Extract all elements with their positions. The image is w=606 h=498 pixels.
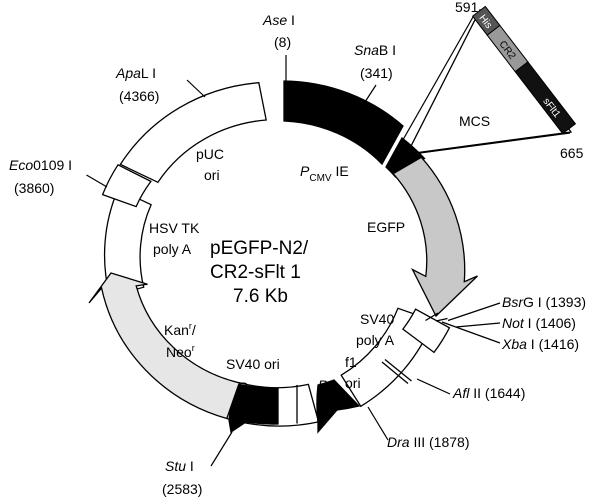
site-eco-suffix: 0109 I xyxy=(33,157,72,173)
site-snab-suffix: B I xyxy=(379,42,396,58)
site-dra-suffix: III (1878) xyxy=(410,434,470,450)
svg-text:Ase I: Ase I xyxy=(262,12,295,28)
p-promoter-arrow xyxy=(316,379,361,434)
site-ase-enzyme: Ase xyxy=(262,12,287,28)
site-stu-position: (2583) xyxy=(162,481,202,497)
plasmid-name-line1: pEGFP-N2/ xyxy=(210,238,309,259)
puc-label-2: ori xyxy=(204,167,220,183)
ring-ticks xyxy=(296,312,448,424)
kan-neo-arrow xyxy=(88,272,241,420)
site-eco: Eco0109 I (3860) xyxy=(9,157,72,196)
pcmv-label-main: P xyxy=(300,163,310,179)
sv40-polya-feature xyxy=(401,308,451,354)
site-dra-enzyme: Dra xyxy=(387,434,410,450)
insert-bar-sflt1 xyxy=(514,61,577,135)
kan-label-2-sup: r xyxy=(192,343,195,353)
site-snab: SnaB I (341) xyxy=(354,42,396,81)
insert-end-label: 665 xyxy=(560,145,584,161)
site-stu-enzyme: Stu xyxy=(165,458,186,474)
site-eco-enzyme: Eco xyxy=(9,157,33,173)
psv40-label: PSV40e xyxy=(238,379,277,402)
svg-text:Eco0109 I: Eco0109 I xyxy=(9,157,72,173)
svg-text:Stu I: Stu I xyxy=(165,458,194,474)
site-afl-suffix: II (1644) xyxy=(469,385,525,401)
site-ase-position: (8) xyxy=(274,34,291,50)
hsv-label-1: HSV TK xyxy=(149,220,200,236)
site-xba: Xba I (1416) xyxy=(501,336,579,352)
plasmid-size: 7.6 Kb xyxy=(233,286,288,307)
pcmv-label: PCMV IE xyxy=(300,163,349,184)
hsv-label-2: poly A xyxy=(153,241,192,257)
pcmv-label-tail: IE xyxy=(332,163,349,179)
site-ase-suffix: I xyxy=(287,12,295,28)
hsv-tk-polya-feature xyxy=(101,163,152,208)
site-apal-suffix: L I xyxy=(141,65,156,81)
mcs-insert: His CR2 sFlt1 xyxy=(399,5,577,156)
site-xba-enzyme: Xba xyxy=(501,336,527,352)
site-ase: Ase I (8) xyxy=(262,12,295,50)
site-dra: Dra III (1878) xyxy=(387,434,469,450)
mcs-label: MCS xyxy=(459,113,490,129)
p-label: P xyxy=(318,377,328,393)
f1-label-2: ori xyxy=(345,375,361,391)
insert-start-label: 591 xyxy=(455,0,479,15)
kan-label-1: Kanr/ xyxy=(164,321,196,338)
kan-label-1-sup: r xyxy=(189,321,192,331)
site-not-enzyme: Not xyxy=(502,315,525,331)
sv40-polya-label-1: SV40 xyxy=(360,311,394,327)
psv40-label-main: P xyxy=(238,379,248,395)
puc-ori-feature xyxy=(119,82,267,184)
site-snab-position: (341) xyxy=(360,65,393,81)
pcmv-promoter-arrow xyxy=(283,80,404,166)
kan-label-2-main: Neo xyxy=(166,344,192,360)
site-bsrg-suffix: G I (1393) xyxy=(523,294,586,310)
site-apal-enzyme: Apa xyxy=(115,65,141,81)
site-afl-enzyme: Afl xyxy=(452,385,470,401)
site-stu: Stu I (2583) xyxy=(162,458,202,497)
site-eco-position: (3860) xyxy=(14,180,54,196)
sv40-polya-label-2: poly A xyxy=(356,332,395,348)
site-xba-suffix: I (1416) xyxy=(527,336,579,352)
site-apal: ApaL I (4366) xyxy=(115,65,159,104)
site-stu-suffix: I xyxy=(186,458,194,474)
pcmv-label-sub: CMV xyxy=(309,173,332,184)
site-bsrg: BsrG I (1393) xyxy=(502,294,586,310)
kan-label-1-main: Kan xyxy=(164,322,189,338)
psv40-label-sub: SV40 xyxy=(247,389,272,400)
site-leaders xyxy=(86,55,501,467)
egfp-arrow xyxy=(392,156,478,318)
kan-label-2: Neor xyxy=(166,343,195,360)
psv40-label-subsub: e xyxy=(272,393,277,402)
svg-text:SnaB I: SnaB I xyxy=(354,42,396,58)
plasmid-name-line2: CR2-sFlt 1 xyxy=(210,262,301,283)
puc-label-1: pUC xyxy=(196,146,224,162)
kan-label-1-tail: / xyxy=(192,322,196,338)
egfp-label: EGFP xyxy=(367,219,405,235)
site-snab-enzyme: Sna xyxy=(354,42,379,58)
f1-label-1: f1 xyxy=(345,354,357,370)
site-bsrg-enzyme: Bsr xyxy=(502,294,524,310)
site-afl: Afl II (1644) xyxy=(452,385,525,401)
site-not-suffix: I (1406) xyxy=(524,315,576,331)
site-not: Not I (1406) xyxy=(502,315,576,331)
sv40-ori-label: SV40 ori xyxy=(226,356,280,372)
svg-text:ApaL I: ApaL I xyxy=(115,65,156,81)
site-apal-position: (4366) xyxy=(119,88,159,104)
